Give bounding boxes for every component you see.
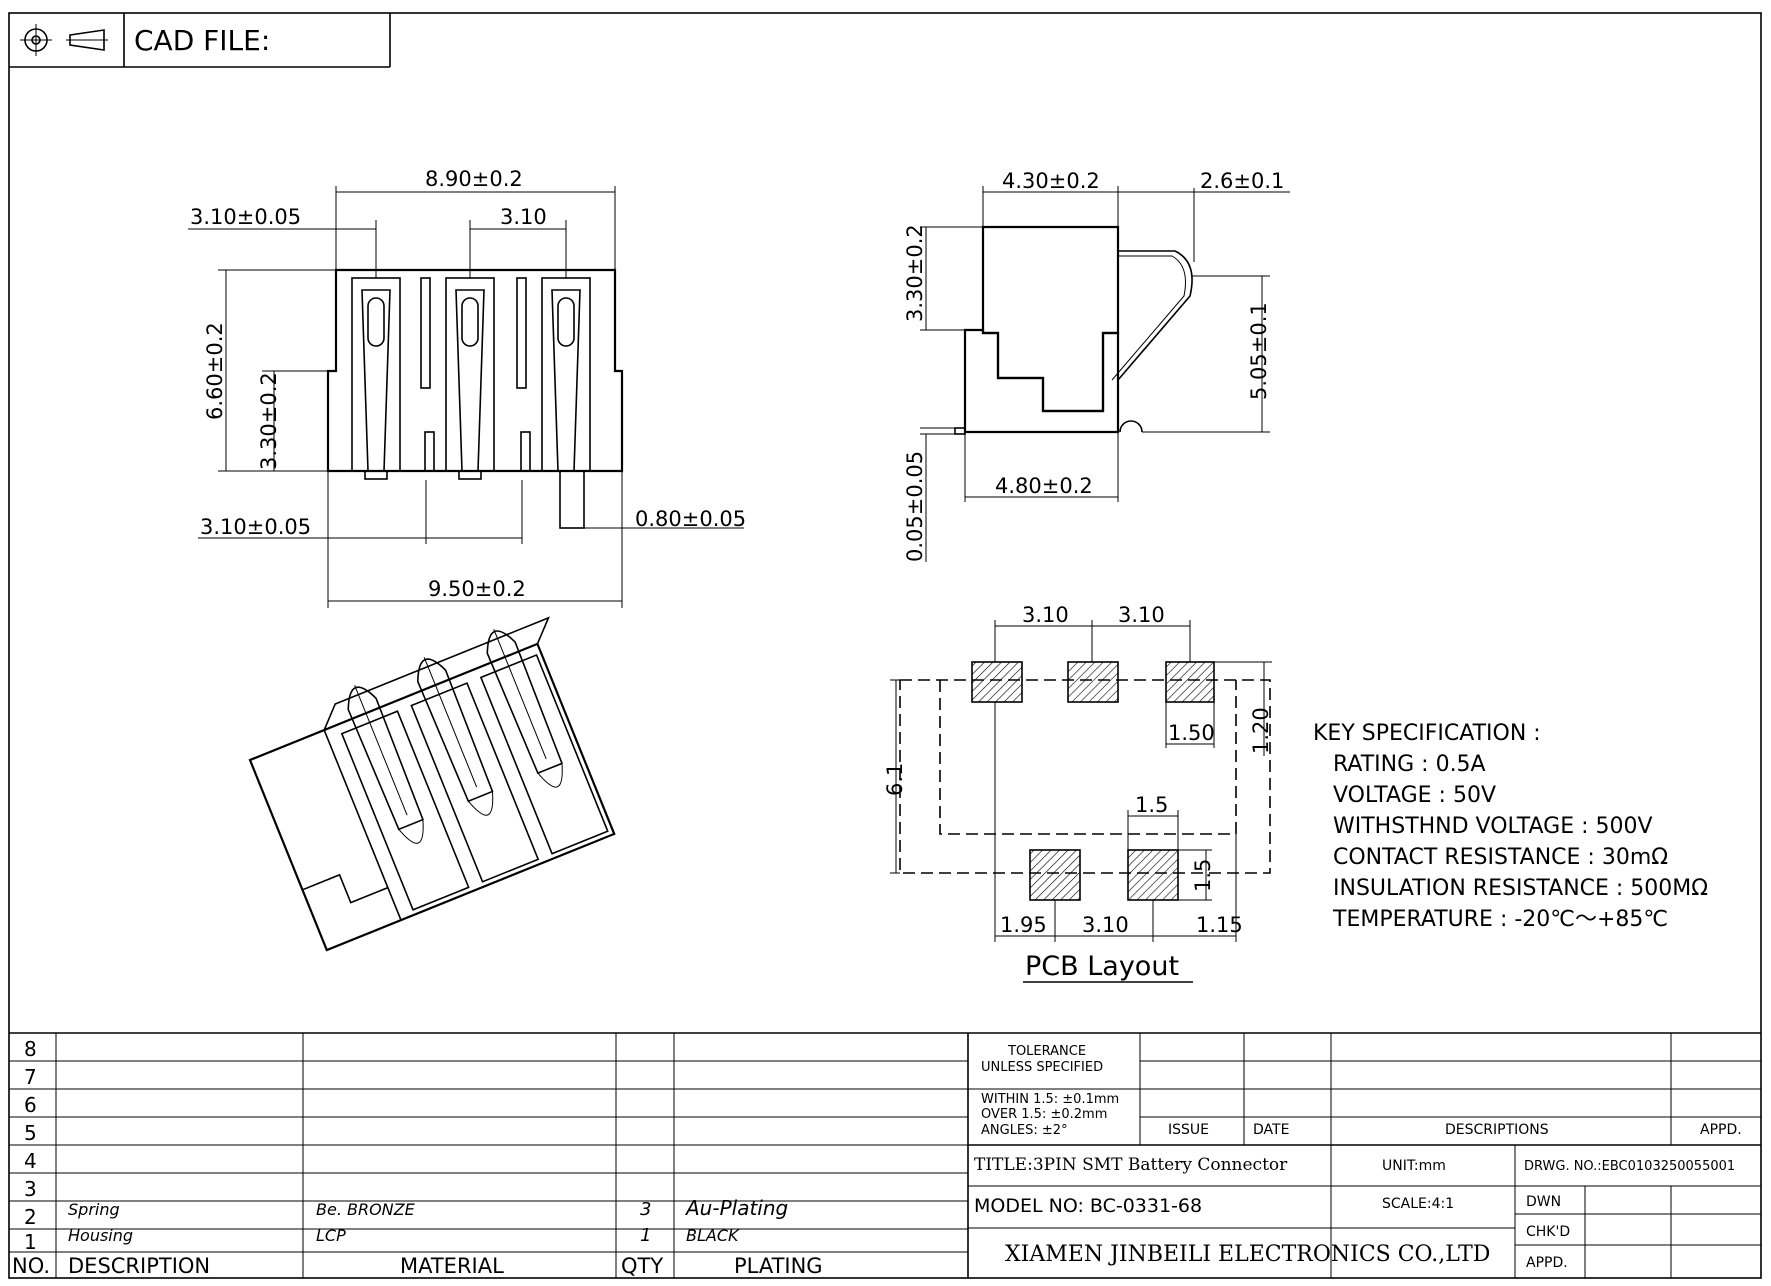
bom-row-no: 7 — [24, 1065, 37, 1089]
dim-pin-width: 0.80±0.05 — [635, 507, 746, 531]
bom-row-no: 4 — [24, 1149, 37, 1173]
dim-pcb-bottom-right: 1.15 — [1196, 913, 1243, 937]
pcb-layout-title: PCB Layout — [1025, 951, 1179, 982]
drawing-number: DRWG. NO.:EBC0103250055001 — [1524, 1159, 1735, 1174]
bom-row-no: 5 — [24, 1121, 37, 1145]
title-block: TOLERANCE UNLESS SPECIFIED WITHIN 1.5: ±… — [968, 1033, 1761, 1278]
dim-pcb-pad-offset: 1.20 — [1249, 707, 1273, 754]
dim-pcb-pad-size-w: 1.5 — [1135, 793, 1168, 817]
bom-row-no: 2 — [24, 1205, 37, 1229]
isometric-view — [248, 616, 616, 952]
front-view: 8.90±0.2 3.10±0.05 3.10 6.60±0.2 3.30±0.… — [188, 167, 746, 608]
dim-pitch-top: 3.10 — [500, 205, 547, 229]
dim-pcb-bottom-left: 1.95 — [1000, 913, 1047, 937]
key-spec-heading: KEY SPECIFICATION : — [1313, 721, 1541, 746]
cad-header: CAD FILE: — [9, 13, 391, 68]
tolerance-label: TOLERANCE — [1007, 1044, 1086, 1059]
dim-height-total: 6.60±0.2 — [203, 322, 227, 420]
key-spec-line: TEMPERATURE : -20℃～+85℃ — [1332, 907, 1668, 932]
company-name: XIAMEN JINBEILI ELECTRONICS CO.,LTD — [1005, 1242, 1490, 1267]
chkd-label: CHK'D — [1526, 1224, 1570, 1240]
dim-height-lower: 3.30±0.2 — [257, 372, 281, 470]
bom-header-description: DESCRIPTION — [68, 1254, 210, 1278]
dim-top-width: 8.90±0.2 — [425, 167, 523, 191]
bom-header-material: MATERIAL — [400, 1254, 504, 1278]
pad-bottom-2 — [1127, 849, 1179, 901]
bom-description: Housing — [68, 1226, 133, 1245]
model-number: MODEL NO: BC-0331-68 — [974, 1195, 1202, 1217]
bom-qty: 3 — [640, 1199, 651, 1220]
dim-pcb-pad-width: 1.50 — [1168, 721, 1215, 745]
pcb-layout: 3.10 3.10 1.50 1.20 6.1 1.5 1.5 1.95 3.1… — [883, 603, 1273, 983]
bom-plating: Au-Plating — [684, 1196, 788, 1220]
bom-header-plating: PLATING — [734, 1254, 823, 1278]
appd-label: APPD. — [1526, 1255, 1568, 1271]
drawing-title: TITLE:3PIN SMT Battery Connector — [974, 1155, 1288, 1175]
pad-top-1 — [971, 661, 1023, 703]
unit-label: UNIT:mm — [1382, 1158, 1446, 1174]
bom-header-qty: QTY — [621, 1254, 663, 1278]
sheet-border — [8, 12, 1762, 1279]
dim-pcb-pitch-1: 3.10 — [1022, 603, 1069, 627]
tolerance-over: OVER 1.5: ±0.2mm — [981, 1107, 1107, 1122]
scale-label: SCALE:4:1 — [1382, 1196, 1454, 1212]
dim-side-top-width: 4.30±0.2 — [1002, 169, 1100, 193]
key-spec-line: CONTACT RESISTANCE : 30mΩ — [1333, 845, 1668, 870]
bom-header-no: NO. — [12, 1254, 50, 1278]
bom-row-no: 8 — [24, 1037, 37, 1061]
tolerance-within: WITHIN 1.5: ±0.1mm — [981, 1092, 1119, 1107]
key-spec-line: RATING : 0.5A — [1333, 752, 1486, 777]
dim-pitch-bottom: 3.10±0.05 — [200, 515, 311, 539]
dim-upper-height: 3.30±0.2 — [903, 224, 927, 322]
dim-spring-height: 5.05±0.1 — [1247, 302, 1271, 400]
pad-top-2 — [1067, 661, 1119, 703]
cad-file-label: CAD FILE: — [134, 24, 270, 57]
bom-table: 8 7 6 5 4 3 2 1 Spring Be. BRONZE 3 Au-P… — [9, 1032, 1761, 1278]
bom-row-no: 3 — [24, 1177, 37, 1201]
bom-row-no: 6 — [24, 1093, 37, 1117]
bom-material: LCP — [316, 1226, 346, 1245]
dwn-label: DWN — [1526, 1194, 1561, 1210]
bom-plating: BLACK — [686, 1226, 740, 1245]
dim-pcb-pad-size-h: 1.5 — [1191, 859, 1215, 892]
key-spec-line: WITHSTHND VOLTAGE : 500V — [1333, 814, 1653, 839]
bom-row-no: 1 — [24, 1230, 37, 1254]
side-view: 4.30±0.2 2.6±0.1 3.30±0.2 5.05±0.1 0.05±… — [903, 169, 1290, 562]
pad-top-3 — [1165, 661, 1215, 703]
pad-bottom-1 — [1029, 849, 1081, 901]
dim-spring-offset: 2.6±0.1 — [1200, 169, 1284, 193]
bom-qty: 1 — [640, 1225, 651, 1246]
dim-pin-thickness: 0.05±0.05 — [903, 451, 927, 562]
issue-header: ISSUE — [1168, 1122, 1209, 1138]
bom-description: Spring — [68, 1200, 120, 1219]
dim-pitch-left: 3.10±0.05 — [190, 205, 301, 229]
key-spec-line: VOLTAGE : 50V — [1333, 783, 1496, 808]
dim-base-width: 4.80±0.2 — [995, 474, 1093, 498]
dim-pcb-bottom-pitch: 3.10 — [1082, 913, 1129, 937]
appd-header: APPD. — [1700, 1122, 1742, 1138]
tolerance-sub-label: UNLESS SPECIFIED — [981, 1060, 1103, 1075]
key-specification: KEY SPECIFICATION : RATING : 0.5A VOLTAG… — [1313, 721, 1708, 932]
dim-pcb-height: 6.1 — [883, 763, 907, 796]
projection-symbol-icon — [20, 24, 108, 56]
descriptions-header: DESCRIPTIONS — [1445, 1122, 1549, 1138]
tolerance-angles: ANGLES: ±2° — [981, 1123, 1068, 1138]
dim-bottom-width: 9.50±0.2 — [428, 577, 526, 601]
dim-pcb-pitch-2: 3.10 — [1118, 603, 1165, 627]
key-spec-line: INSULATION RESISTANCE : 500MΩ — [1333, 876, 1708, 901]
date-header: DATE — [1253, 1122, 1289, 1138]
bom-material: Be. BRONZE — [316, 1200, 416, 1219]
